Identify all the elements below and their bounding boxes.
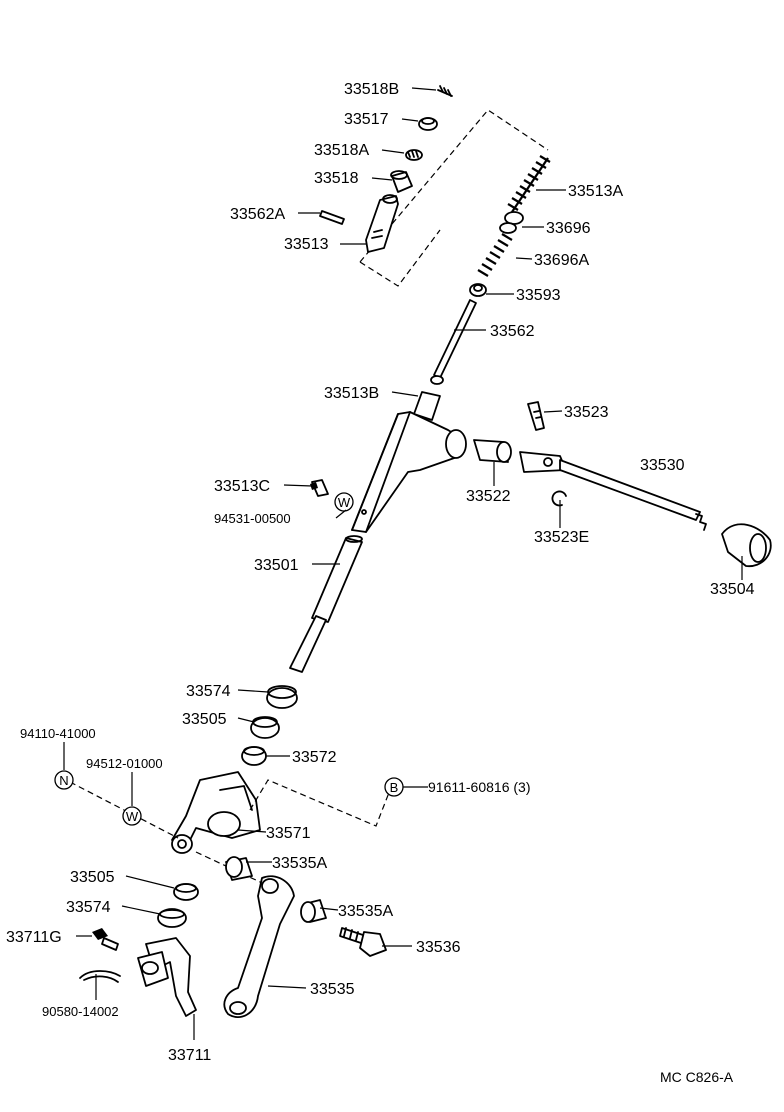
- label-33504: 33504: [710, 581, 755, 598]
- label-33711: 33711: [168, 1047, 211, 1064]
- label-33574-lower: 33574: [66, 899, 111, 916]
- nut-marker-n: N: [54, 770, 74, 790]
- part-33523e-clip: [551, 490, 567, 507]
- label-33535a-upper: 33535A: [272, 855, 327, 872]
- part-33711-bracket: [137, 937, 197, 1017]
- label-33572: 33572: [292, 749, 337, 766]
- label-33593: 33593: [516, 287, 561, 304]
- washer-marker-w1-letter: W: [338, 495, 351, 510]
- part-33530-rod: [519, 451, 707, 531]
- label-33518a: 33518A: [314, 142, 369, 159]
- part-33501-housing: [351, 411, 467, 533]
- part-33523-bolt: [527, 401, 545, 431]
- part-33513c-bolt: [310, 479, 329, 497]
- part-33574-ring-upper: [266, 685, 298, 709]
- diagram-code: MC C826-A: [660, 1069, 734, 1085]
- washer-marker-w2: W: [122, 806, 142, 826]
- label-33505-lower: 33505: [70, 869, 115, 886]
- part-33593-ring: [469, 283, 487, 297]
- label-94512: 94512-01000: [86, 756, 163, 771]
- label-90580: 90580-14002: [42, 1004, 119, 1019]
- label-33535: 33535: [310, 981, 355, 998]
- label-33711g: 33711G: [6, 929, 62, 946]
- label-33523: 33523: [564, 404, 609, 421]
- ref-dashed-line-left: [69, 781, 179, 839]
- label-33696: 33696: [546, 220, 591, 237]
- part-33572-ring: [241, 746, 267, 766]
- part-33562a-pin: [319, 210, 345, 225]
- part-33536-bolt: [339, 927, 387, 957]
- label-33562a: 33562A: [230, 206, 285, 223]
- part-33501-shaft: [289, 535, 363, 673]
- part-33574-ring-lower: [157, 908, 187, 928]
- part-33518-collar: [390, 170, 413, 193]
- part-33696-bushing: [499, 211, 524, 234]
- part-33505-ring-lower: [173, 883, 199, 901]
- part-33535a-bushing-upper: [225, 856, 253, 881]
- leader-lines: [63, 87, 743, 1040]
- part-90580-clip: [79, 970, 121, 983]
- label-33505-upper: 33505: [182, 711, 227, 728]
- part-33504-knob: [721, 523, 772, 567]
- part-33696a-spring: [477, 233, 513, 277]
- part-33513a-spring: [511, 157, 549, 213]
- label-33562: 33562: [490, 323, 535, 340]
- label-33501: 33501: [254, 557, 299, 574]
- ref-dashed-line-right: [249, 779, 391, 827]
- label-94110: 94110-41000: [20, 726, 96, 741]
- label-33513a: 33513A: [568, 183, 623, 200]
- label-33517: 33517: [344, 111, 389, 128]
- nut-marker-n-letter: N: [59, 773, 68, 788]
- label-33523e: 33523E: [534, 529, 589, 546]
- label-33535a-lower: 33535A: [338, 903, 393, 920]
- part-33562-rod-tip: [430, 375, 444, 385]
- label-33696a: 33696A: [534, 252, 589, 269]
- part-33518b-pin: [437, 85, 453, 97]
- part-33535-lever: [223, 875, 295, 1018]
- label-33574-upper: 33574: [186, 683, 231, 700]
- label-33522: 33522: [466, 488, 511, 505]
- label-33518: 33518: [314, 170, 359, 187]
- label-91611: 91611-60816 (3): [428, 779, 530, 795]
- washer-marker-w2-letter: W: [126, 809, 139, 824]
- part-33571-bracket: [171, 771, 261, 854]
- part-33518a-ring: [405, 149, 423, 161]
- part-33522-bushing: [473, 439, 512, 463]
- part-33535a-bushing-lower: [300, 899, 327, 923]
- part-33505-ring-upper: [250, 716, 280, 739]
- part-33562-rod: [433, 299, 477, 379]
- part-33711g-bolt: [92, 928, 119, 951]
- part-33513a-coils: [507, 155, 551, 211]
- inset-dashed-outline: [359, 109, 549, 287]
- part-33513-clevis: [365, 194, 399, 253]
- label-33536: 33536: [416, 939, 461, 956]
- label-33530: 33530: [640, 457, 685, 474]
- label-33513b: 33513B: [324, 385, 379, 402]
- bolt-marker-b-letter: B: [390, 780, 399, 795]
- bolt-marker-b: B: [384, 777, 404, 797]
- part-33517-ring: [418, 117, 438, 131]
- label-33513c: 33513C: [214, 478, 270, 495]
- label-33571: 33571: [266, 825, 311, 842]
- washer-marker-w1: W: [334, 492, 354, 512]
- label-33518b: 33518B: [344, 81, 399, 98]
- label-33513: 33513: [284, 236, 329, 253]
- part-33513b-bushing: [413, 391, 441, 421]
- label-94531: 94531-00500: [214, 511, 291, 526]
